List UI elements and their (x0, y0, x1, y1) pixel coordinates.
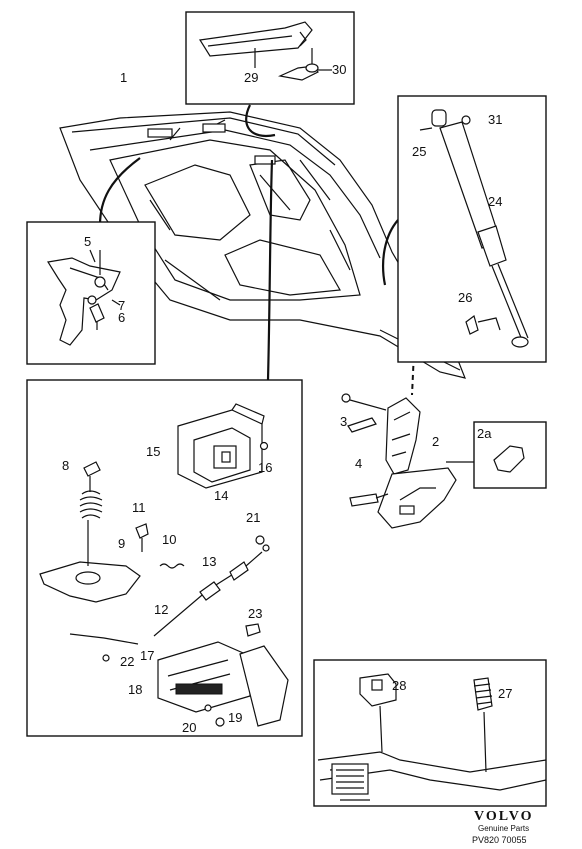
callout-7: 7 (118, 298, 125, 313)
callout-6: 6 (118, 310, 125, 325)
callout-29: 29 (244, 70, 258, 85)
genuine-parts-label: Genuine Parts (478, 824, 529, 833)
callout-20: 20 (182, 720, 196, 735)
callout-4: 4 (355, 456, 362, 471)
inset-release-mechanism (26, 379, 303, 737)
callout-11: 11 (132, 500, 146, 515)
callout-8: 8 (62, 458, 69, 473)
callout-25: 25 (412, 144, 426, 159)
inset-hood-lock-hook (26, 221, 156, 365)
callout-3: 3 (340, 414, 347, 429)
callout-21: 21 (246, 510, 260, 525)
callout-28: 28 (392, 678, 406, 693)
callout-13: 13 (202, 554, 216, 569)
inset-bump-stops (313, 659, 547, 807)
callout-15: 15 (146, 444, 160, 459)
callout-23: 23 (248, 606, 262, 621)
callout-10: 10 (162, 532, 176, 547)
diagram-code: PV820 70055 (472, 835, 527, 845)
callout-27: 27 (498, 686, 512, 701)
callout-9: 9 (118, 536, 125, 551)
inset-gas-strut (397, 95, 547, 363)
leader-29 (245, 104, 276, 138)
callout-24: 24 (488, 194, 502, 209)
callout-5: 5 (84, 234, 91, 249)
hood-hinge (341, 393, 457, 529)
callout-30: 30 (332, 62, 346, 77)
callout-1: 1 (120, 70, 127, 85)
callout-19: 19 (228, 710, 242, 725)
callout-18: 18 (128, 682, 142, 697)
callout-2a: 2a (477, 426, 492, 441)
callout-17: 17 (140, 648, 154, 663)
callout-22: 22 (120, 654, 134, 669)
callout-14: 14 (214, 488, 228, 503)
leader-24 (382, 219, 399, 286)
callout-2: 2 (432, 434, 439, 449)
hood-panel (59, 111, 466, 379)
callout-16: 16 (258, 460, 272, 475)
leader-5 (98, 157, 141, 226)
inset-hinge-cap (446, 421, 547, 489)
leader-13 (266, 159, 274, 381)
inset-seal-clip (185, 11, 355, 105)
brand-label: VOLVO (474, 809, 534, 824)
callout-12: 12 (154, 602, 168, 617)
callout-31: 31 (488, 112, 502, 127)
callout-26: 26 (458, 290, 472, 305)
